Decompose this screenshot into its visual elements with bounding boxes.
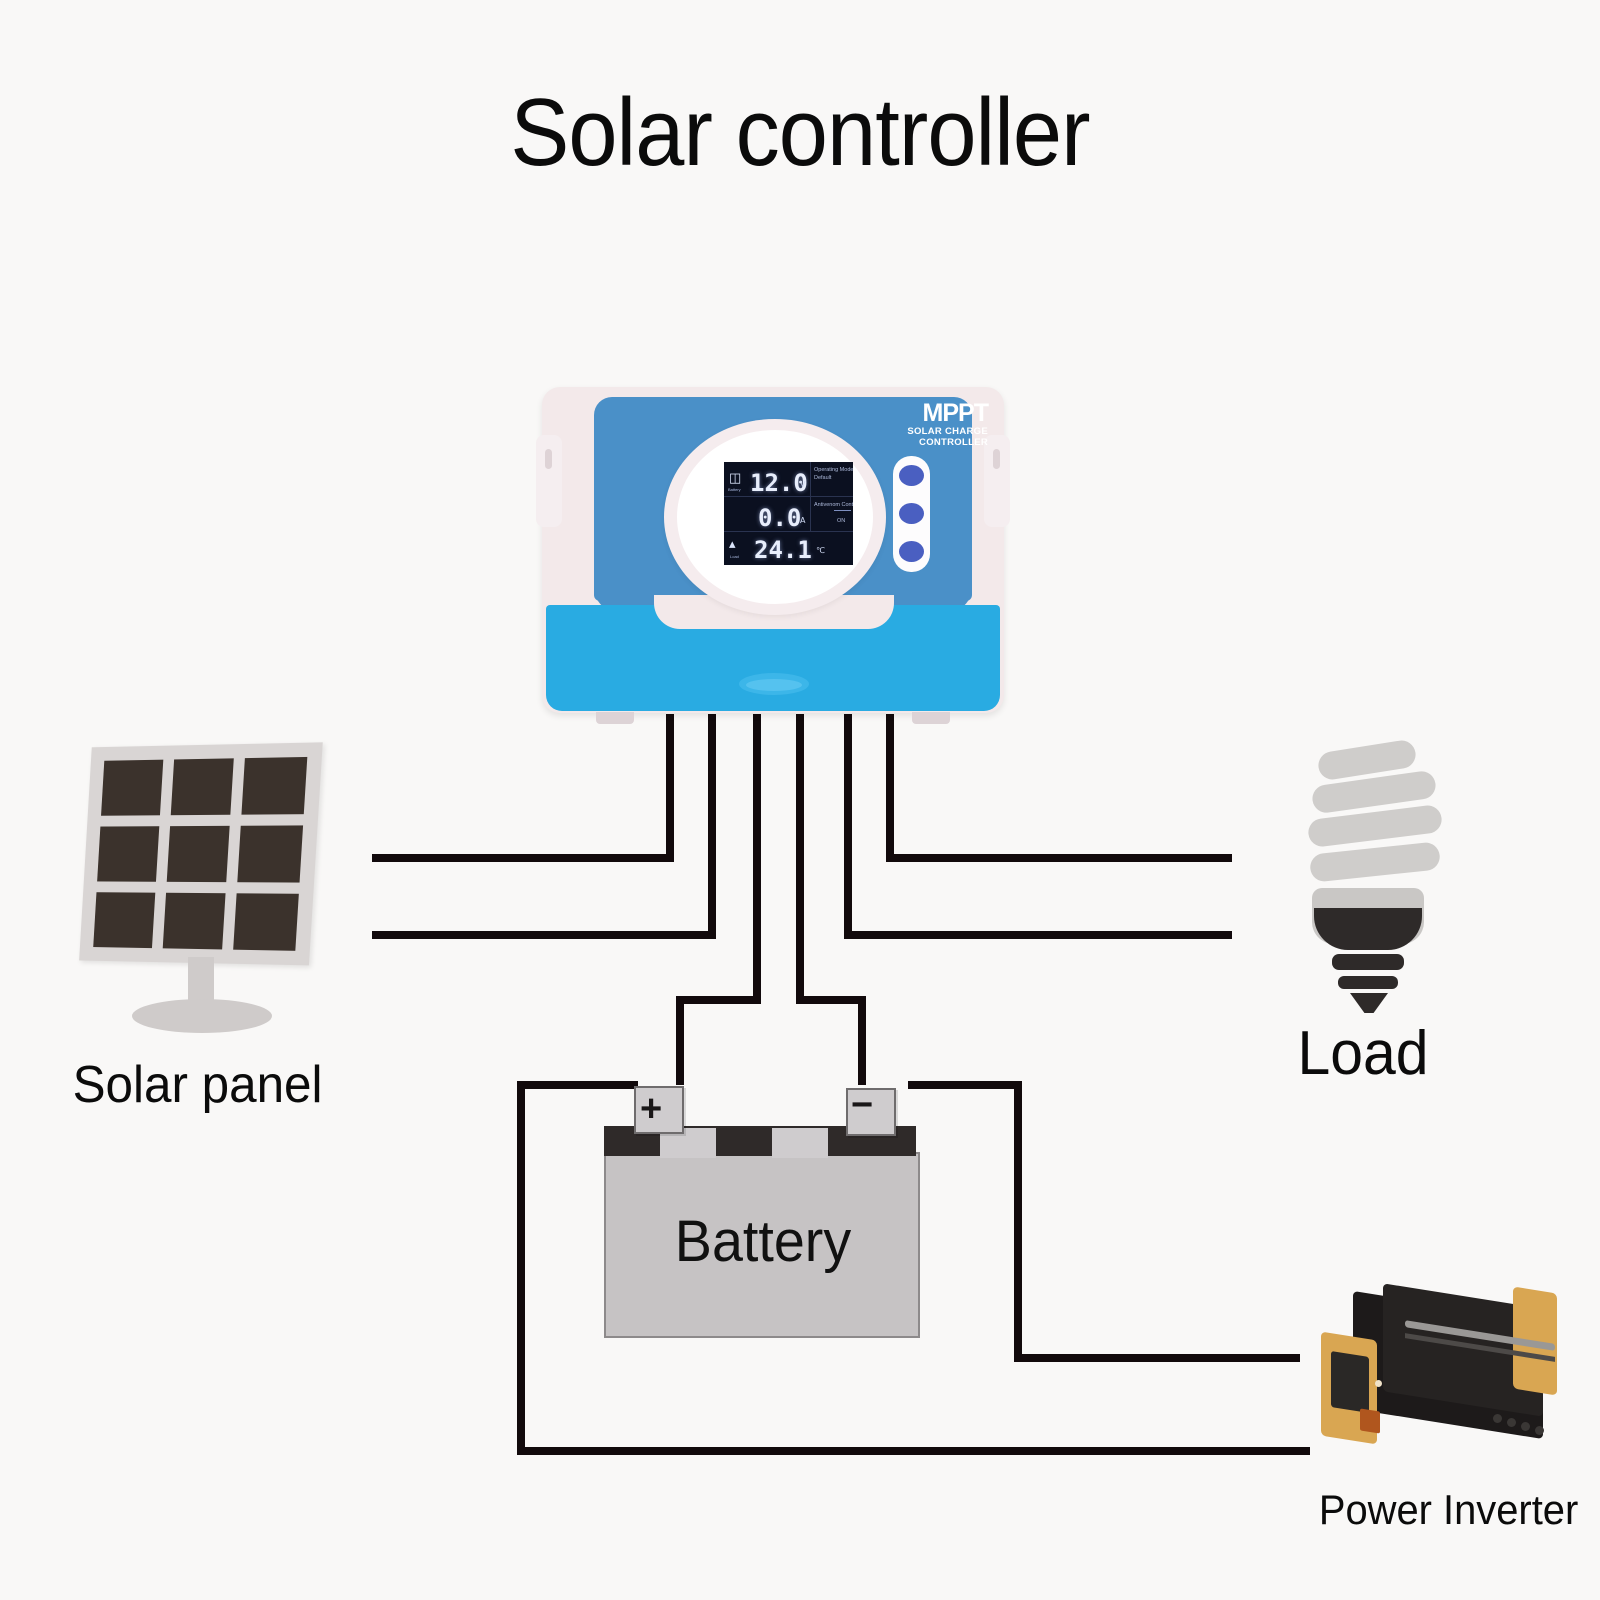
battery-icon: ◫	[729, 470, 742, 485]
solar-panel-frame	[79, 742, 323, 966]
lcd-screen[interactable]: ◫ Battery 12.0 V 0.0 A ▴ Load 24.1 ℃ Ope…	[724, 462, 853, 565]
bulb-base-cup	[1314, 908, 1422, 950]
inverter-fin	[1521, 1422, 1530, 1431]
controller-button-top[interactable]	[899, 465, 924, 486]
wire-controller-to-load-upper	[886, 714, 1232, 862]
solar-cell	[170, 758, 235, 816]
lcd-current-value: 0.0	[758, 504, 802, 532]
battery-vent-cap-2	[772, 1128, 828, 1158]
controller-mount-ear-right	[984, 435, 1010, 527]
battery-negative-symbol: −	[851, 1084, 874, 1126]
solar-cell	[237, 825, 304, 883]
lcd-voltage-value: 12.0	[750, 469, 808, 497]
bulb-contact-tip	[1350, 993, 1388, 1013]
battery-icon-caption: Battery	[728, 487, 741, 492]
wire-battery-negative-to-inverter	[908, 1081, 1300, 1362]
inverter-display-panel	[1331, 1350, 1369, 1414]
controller-brand-mppt: MPPT	[922, 399, 989, 427]
solar-cell	[166, 825, 231, 883]
inverter-fin	[1507, 1418, 1516, 1427]
battery-positive-symbol: +	[640, 1088, 663, 1130]
lcd-control-label: Antivenom Control	[814, 502, 853, 508]
wire-controller-to-battery-negative	[796, 714, 866, 1085]
lcd-row-voltage	[724, 462, 853, 497]
controller-button-pad	[893, 456, 930, 572]
solar-cell	[93, 892, 155, 949]
lcd-current-unit: A	[800, 516, 806, 525]
controller-vent-highlight	[746, 679, 802, 691]
controller-foot-left	[596, 712, 634, 724]
lcd-mode-label: Operating Mode	[814, 467, 853, 473]
inverter-outlet	[1360, 1408, 1380, 1434]
load-lamp-icon-caption: Load	[730, 554, 739, 559]
power-inverter-label: Power Inverter	[1318, 1486, 1579, 1533]
controller-foot-right	[912, 712, 950, 724]
bulb-spiral-turn-4	[1308, 841, 1442, 883]
battery[interactable]: + − Battery	[598, 1080, 928, 1355]
wire-controller-to-solar-lower	[372, 714, 716, 939]
wire-controller-to-battery-positive	[676, 714, 761, 1085]
inverter-status-led	[1375, 1380, 1382, 1387]
solar-cell	[101, 759, 163, 816]
lcd-column-divider	[810, 462, 811, 532]
inverter-heat-fins	[1493, 1396, 1561, 1436]
cfl-bulb-icon[interactable]	[1290, 738, 1470, 1015]
bulb-screw-ring-1	[1332, 954, 1404, 970]
solar-panel[interactable]	[70, 742, 340, 1045]
lcd-row-current	[724, 497, 853, 532]
battery-label: Battery	[674, 1209, 852, 1274]
controller-button-bottom[interactable]	[899, 541, 924, 562]
power-inverter[interactable]	[1305, 1283, 1563, 1478]
wire-controller-to-load-lower	[844, 714, 1232, 939]
lcd-control-value: ON	[837, 518, 846, 524]
controller-mount-ear-left	[536, 435, 562, 527]
page-title: Solar controller	[510, 79, 1090, 186]
controller-brand-line1: SOLAR CHARGE	[907, 426, 988, 437]
load-lamp-icon: ▴	[729, 536, 736, 551]
battery-negative-terminal	[846, 1088, 896, 1136]
lcd-voltage-unit: V	[800, 480, 806, 489]
lcd-control-underline	[834, 510, 851, 511]
solar-cell	[97, 826, 159, 882]
solar-panel-stand-base	[132, 999, 272, 1033]
battery-body	[604, 1152, 920, 1338]
wire-battery-positive-to-inverter	[517, 1081, 1310, 1455]
controller-brand-line2: CONTROLLER	[919, 437, 988, 448]
wire-controller-to-solar-upper	[372, 714, 674, 862]
solar-charge-controller[interactable]: MPPT SOLAR CHARGE CONTROLLER ◫ Battery 1…	[536, 383, 1010, 724]
load-label: Load	[1297, 1019, 1429, 1088]
lcd-temperature-unit: ℃	[816, 546, 825, 555]
solar-cell	[241, 756, 308, 815]
solar-cell	[233, 893, 299, 951]
controller-button-middle[interactable]	[899, 503, 924, 524]
lcd-mode-value: Default	[814, 475, 832, 481]
inverter-fin	[1535, 1426, 1544, 1435]
inverter-fin	[1493, 1414, 1502, 1423]
battery-positive-terminal	[634, 1086, 684, 1134]
solar-panel-label: Solar panel	[72, 1056, 323, 1114]
lcd-temperature-value: 24.1	[754, 536, 812, 564]
solar-panel-cell-grid	[93, 756, 308, 951]
solar-cell	[162, 892, 226, 950]
bulb-screw-ring-2	[1338, 976, 1398, 989]
